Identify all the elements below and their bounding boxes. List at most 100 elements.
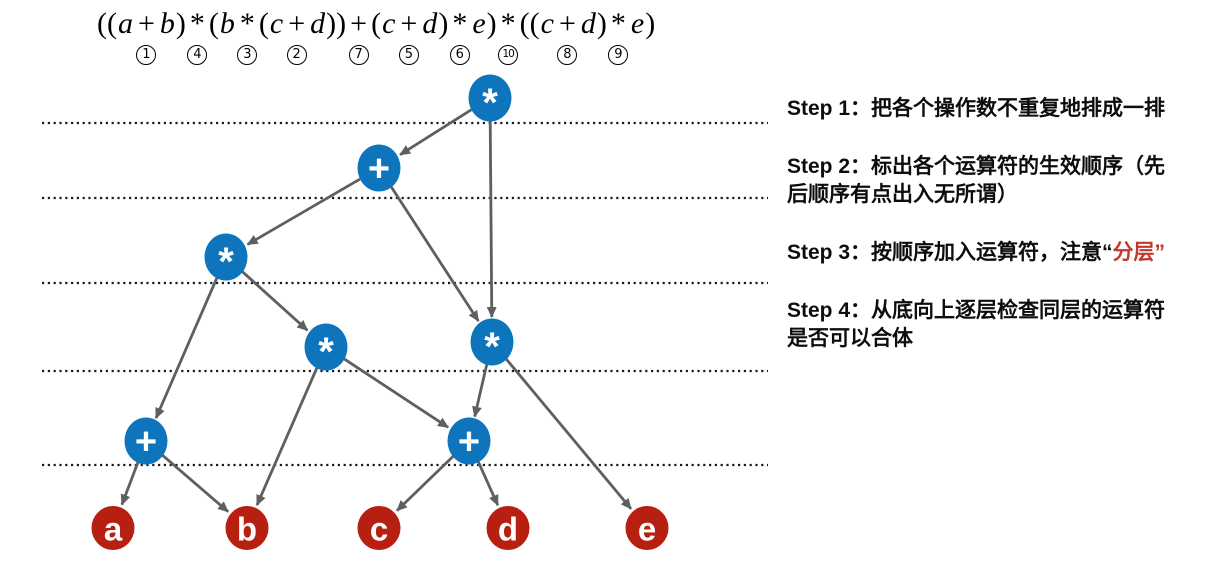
expr-token: )) bbox=[326, 7, 346, 66]
tree-edge-plus-2-to-d bbox=[476, 460, 500, 507]
tree-node-mul-top: * bbox=[468, 74, 512, 125]
expr-token-text: (( bbox=[97, 7, 117, 40]
operator-order-badge: 3 bbox=[237, 45, 258, 65]
layer-divider-lines bbox=[42, 121, 768, 467]
expr-token-text: + bbox=[137, 7, 155, 40]
operand-node-circle bbox=[625, 506, 669, 550]
node-label: + bbox=[135, 421, 157, 463]
step-line: Step 3：按顺序加入运算符，注意“分层” bbox=[787, 239, 1212, 267]
operator-order-badge: 1 bbox=[136, 45, 157, 65]
operator-node-circle bbox=[304, 323, 348, 371]
operator-node-circle bbox=[447, 417, 491, 465]
expr-token-text: ( bbox=[208, 7, 219, 40]
expr-token: c bbox=[540, 7, 555, 66]
tree-node-plus-1: + bbox=[124, 417, 168, 465]
expr-token-text: ) bbox=[438, 7, 449, 40]
expr-token-text: e bbox=[630, 7, 645, 40]
tree-edge-plus-1-to-b bbox=[161, 454, 230, 513]
expr-token-text: e bbox=[472, 7, 486, 40]
operand-node-circle bbox=[225, 506, 269, 550]
expr-token-text: (( bbox=[519, 7, 540, 40]
tree-edge-plus-7-to-mul-56 bbox=[389, 185, 480, 322]
tree-edge-mul-3-to-b bbox=[255, 366, 319, 507]
expr-token: a bbox=[117, 7, 134, 66]
expr-token-text: * bbox=[500, 7, 516, 40]
step-3-text: Step 3：按顺序加入运算符，注意“分层” bbox=[787, 239, 1212, 267]
operator-node-circle bbox=[468, 74, 512, 122]
expr-operator-token: *9 bbox=[607, 7, 630, 66]
tree-edges bbox=[120, 108, 633, 513]
expr-token: b bbox=[219, 7, 236, 66]
tree-node-a: a bbox=[91, 506, 135, 550]
step-segment: Step 3：按顺序加入运算符，注意“ bbox=[787, 241, 1113, 264]
node-label: * bbox=[482, 81, 498, 125]
expr-token: e bbox=[471, 7, 486, 66]
operator-node-circle bbox=[470, 318, 514, 366]
operator-order-badge: 10 bbox=[498, 45, 519, 65]
expr-token: ) bbox=[176, 7, 186, 66]
operand-node-circle bbox=[486, 506, 530, 550]
expr-operator-token: *6 bbox=[448, 7, 471, 66]
step-line: 后顺序有点出入无所谓） bbox=[787, 181, 1212, 209]
operator-node-circle bbox=[357, 144, 401, 192]
step-line: Step 1：把各个操作数不重复地排成一排 bbox=[787, 95, 1212, 123]
tree-node-mul-4: * bbox=[204, 233, 248, 284]
operator-node-circle bbox=[124, 417, 168, 465]
expr-token: (( bbox=[520, 7, 540, 66]
expr-token-text: )) bbox=[326, 7, 347, 40]
expr-operator-token: +5 bbox=[396, 7, 421, 66]
step-segment: Step 4：从底向上逐层检查同层的运算符 bbox=[787, 299, 1166, 322]
expr-token-text: * bbox=[452, 7, 468, 40]
expr-token-text: a bbox=[117, 7, 133, 40]
expr-token: ( bbox=[209, 7, 219, 66]
expr-operator-token: +8 bbox=[555, 7, 580, 66]
operand-node-circle bbox=[91, 506, 135, 550]
expr-token-text: c bbox=[269, 7, 284, 40]
operator-order-badge: 7 bbox=[348, 45, 369, 65]
tree-node-mul-3: * bbox=[304, 323, 348, 374]
node-label: * bbox=[318, 330, 334, 374]
node-label: e bbox=[638, 511, 656, 548]
expr-token-text: c bbox=[540, 7, 554, 40]
tree-edge-plus-2-to-c bbox=[396, 455, 455, 512]
operator-order-badge: 8 bbox=[557, 45, 578, 65]
expr-token-text: ( bbox=[371, 7, 382, 40]
expr-token: ( bbox=[259, 7, 269, 66]
expr-token-text: d bbox=[422, 7, 438, 40]
expr-token-text: * bbox=[610, 7, 626, 40]
expr-token-text: ) bbox=[486, 7, 497, 40]
expr-token-text: + bbox=[400, 7, 418, 40]
step-segment: 是否可以合体 bbox=[787, 327, 913, 350]
tree-node-c: c bbox=[357, 506, 401, 550]
expr-token-text: + bbox=[288, 7, 306, 40]
operator-order-badge: 6 bbox=[449, 45, 470, 65]
tree-node-plus-7: + bbox=[357, 144, 401, 192]
tree-edge-mul-56-to-e bbox=[505, 358, 633, 510]
tree-edge-mul-top-to-mul-56 bbox=[486, 119, 497, 318]
expr-token: b bbox=[159, 7, 176, 66]
tree-node-mul-56: * bbox=[470, 318, 514, 369]
expr-token: d bbox=[421, 7, 438, 66]
expr-token: ( bbox=[371, 7, 381, 66]
expr-operator-token: +2 bbox=[284, 7, 309, 66]
tree-edge-mul-3-to-plus-2 bbox=[343, 357, 449, 429]
expr-token-text: ) bbox=[596, 7, 607, 40]
tree-node-plus-2: + bbox=[447, 417, 491, 465]
tree-edge-mul-top-to-plus-7 bbox=[399, 108, 473, 156]
node-label: d bbox=[498, 511, 518, 548]
expr-token: ) bbox=[597, 7, 607, 66]
expr-token-text: + bbox=[350, 7, 368, 40]
tree-edge-mul-56-to-plus-2 bbox=[472, 363, 489, 418]
expr-operator-token: *4 bbox=[186, 7, 209, 66]
expr-token-text: c bbox=[382, 7, 396, 40]
expr-token: ) bbox=[645, 7, 655, 66]
tree-edge-plus-1-to-a bbox=[120, 461, 140, 506]
tree-edge-plus-7-to-mul-4 bbox=[246, 177, 361, 246]
operator-order-badge: 2 bbox=[286, 45, 307, 65]
operand-node-circle bbox=[357, 506, 401, 550]
